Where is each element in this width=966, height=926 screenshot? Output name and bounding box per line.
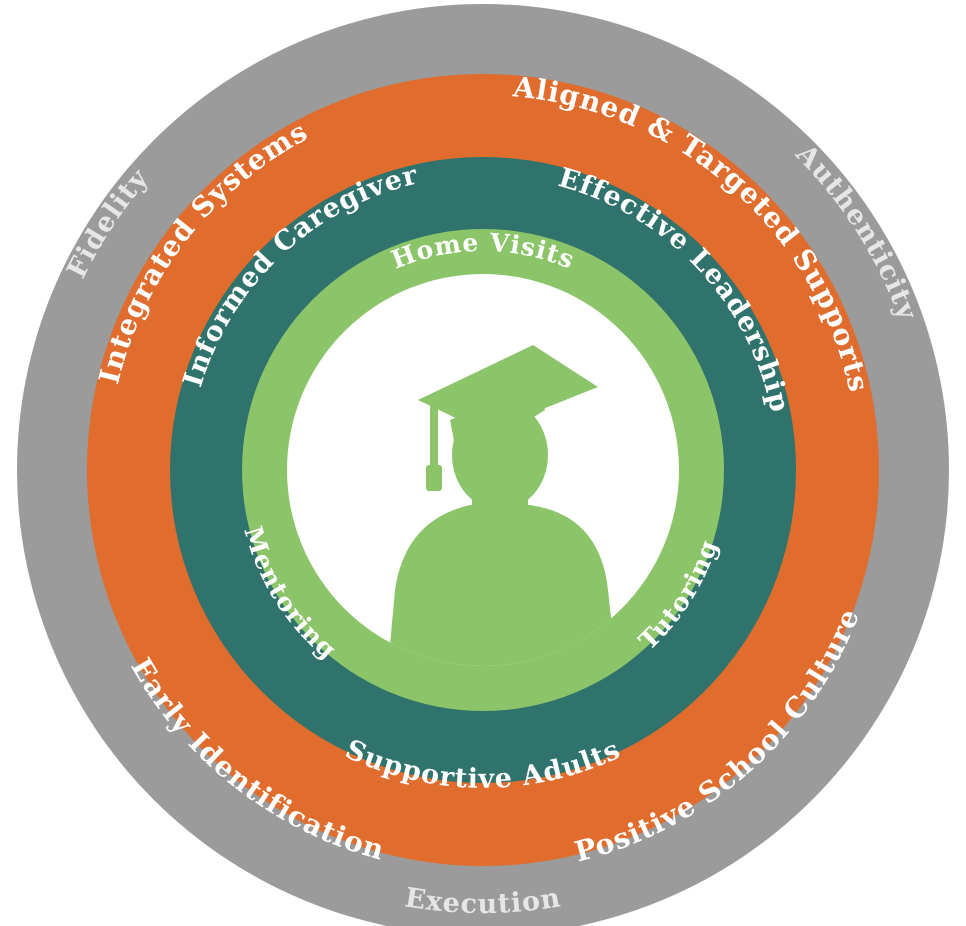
graduate-silhouette-icon bbox=[385, 345, 620, 666]
